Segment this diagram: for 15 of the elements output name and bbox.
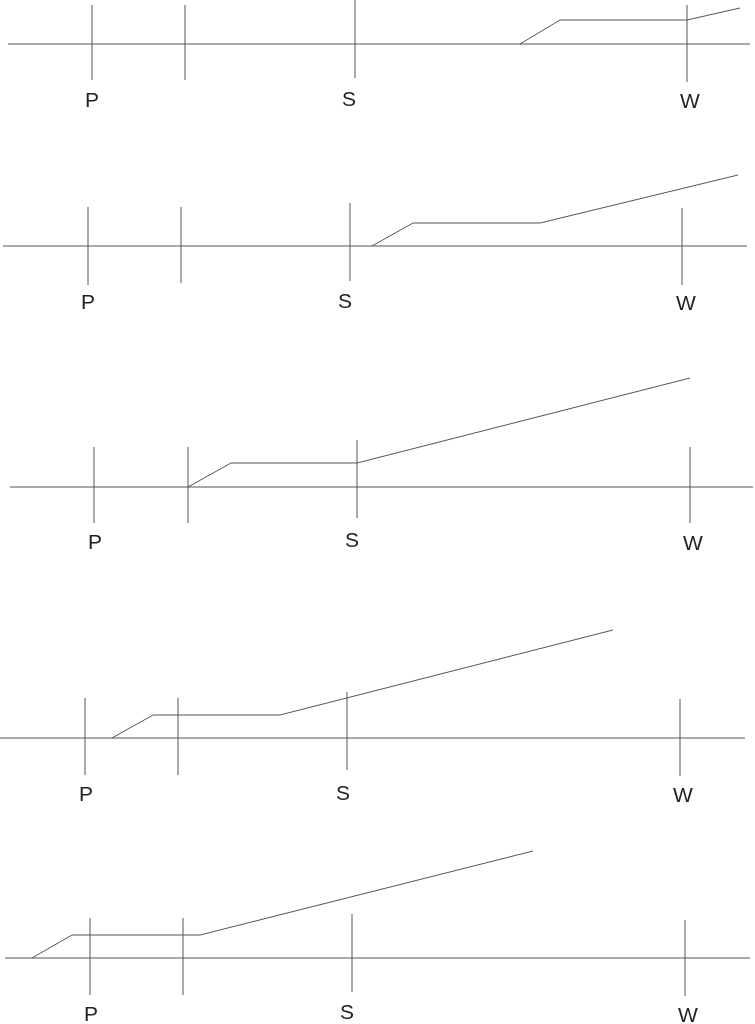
point-label: S: [345, 529, 359, 551]
point-label: P: [84, 1003, 98, 1024]
point-label: P: [85, 89, 99, 111]
point-label: W: [673, 784, 693, 806]
point-label: S: [336, 782, 350, 804]
point-label: P: [88, 531, 102, 553]
point-label: S: [342, 88, 356, 110]
point-label: S: [338, 290, 352, 312]
point-label: W: [683, 532, 703, 554]
point-label: P: [81, 291, 95, 313]
point-label: P: [79, 783, 93, 805]
point-label: W: [676, 292, 696, 314]
point-label: W: [678, 1004, 698, 1024]
point-label: W: [680, 90, 700, 112]
point-label: S: [340, 1001, 354, 1023]
